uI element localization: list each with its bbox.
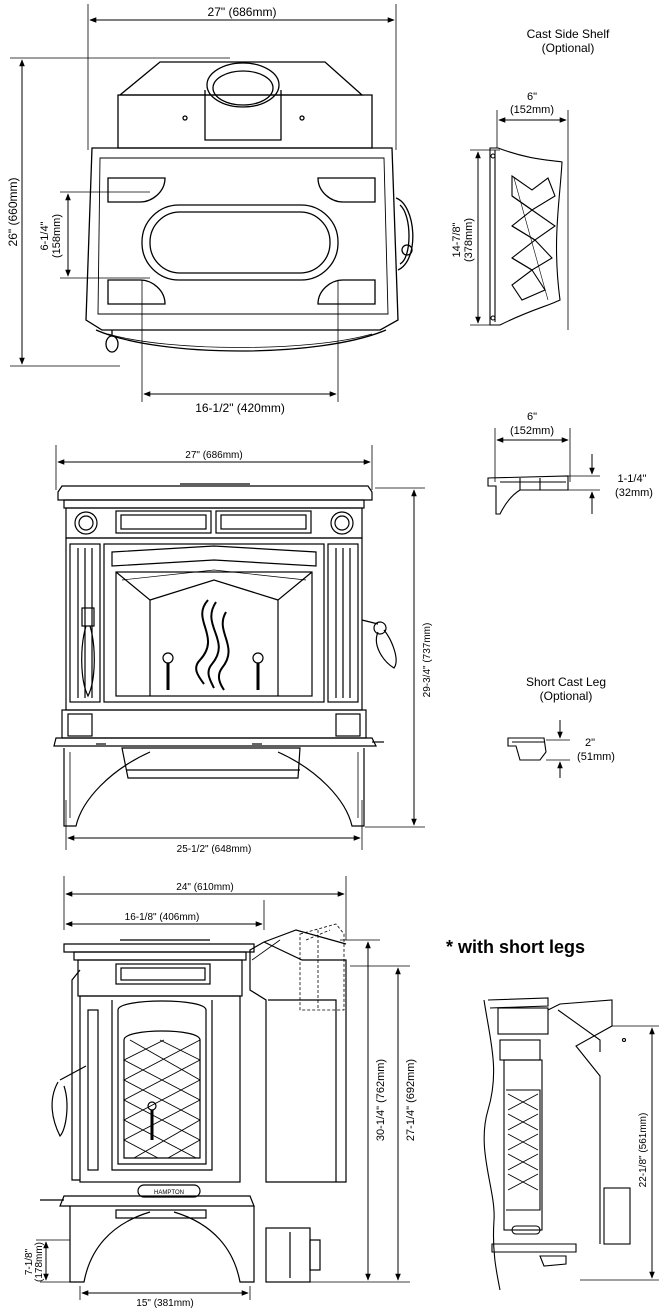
front-width-label: 27" (686mm) [185,450,242,461]
shelf-thickness-mm-label: (32mm) [615,487,653,499]
side-depth-label: 24" (610mm) [176,882,233,893]
side-view [36,876,410,1300]
shelf-length-label: 14-7/8" [451,222,463,257]
short-leg-title-line2: (Optional) [540,689,593,703]
shelf-thickness-label: 1-1/4" [618,473,647,485]
short-leg-title-line1: Short Cast Leg [526,675,606,689]
side-height-flue-top-label: 30-1/4" (762mm) [375,1059,387,1141]
short-legs-height-label: 22-1/8" (561mm) [638,1113,649,1188]
hampton-logo: HAMPTON [154,1190,184,1196]
side-height-flue-center-label: 27-1/4" (692mm) [405,1059,417,1141]
side-depth-to-flue-label: 16-1/8" (406mm) [125,912,200,923]
front-leg-width-label: 25-1/2" (648mm) [177,844,252,855]
top-width-label: 27" (686mm) [208,5,277,19]
top-depth-label: 26" (660mm) [6,178,20,247]
shelf-side-width-label: 6" [527,411,537,423]
shelf-top-drawing [470,110,569,330]
short-legs-title: * with short legs [446,937,585,957]
shelf-title-line2: (Optional) [542,41,595,55]
glass-height-label: 6-1/4" [39,221,51,250]
front-height-label: 29-3/4" (737mm) [422,623,433,698]
glass-width-label: 16-1/2" (420mm) [195,401,285,415]
short-leg-height-label: 2" [585,737,595,749]
shelf-top-width-mm-label: (152mm) [510,104,554,116]
glass-height-mm-label: (158mm) [51,214,63,258]
shelf-title-line1: Cast Side Shelf [527,27,610,41]
short-leg-drawing [507,720,570,778]
shelf-length-mm-label: (378mm) [463,218,475,262]
top-view [10,4,414,402]
side-leg-span-label: 15" (381mm) [136,1298,193,1309]
short-leg-height-mm-label: (51mm) [577,751,615,763]
side-leg-height-label: 7-1/8" [24,1248,35,1275]
shelf-side-width-mm-label: (152mm) [510,425,554,437]
shelf-side-drawing [487,428,600,515]
front-view [53,445,425,850]
side-leg-height-mm-label: (178mm) [34,1242,45,1282]
shelf-top-width-label: 6" [527,91,537,103]
short-legs-view [483,997,659,1291]
